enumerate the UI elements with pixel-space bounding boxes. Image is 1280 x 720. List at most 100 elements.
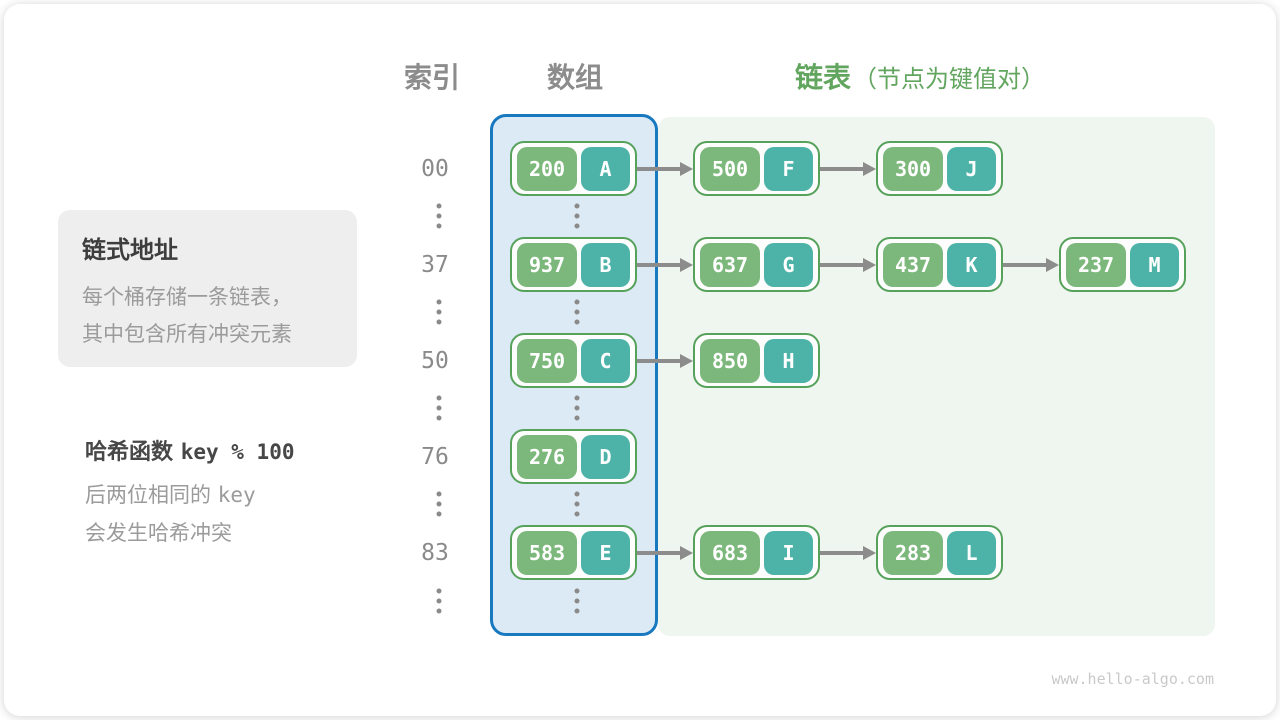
node-value: H [764,338,813,383]
chain-node: 683 I [693,525,820,580]
node-value: C [581,338,630,383]
bucket-node: 200 A [510,141,637,196]
chain-node: 437 K [876,237,1003,292]
dot [436,588,442,594]
dot [574,213,580,219]
node-key: 500 [700,146,760,191]
bucket-row-76: 76 276 D [409,429,637,484]
ellipsis-icon [436,395,442,421]
node-key: 583 [517,530,577,575]
dot [436,395,442,401]
node-value: M [1130,242,1179,287]
node-value: D [581,434,630,479]
ellipsis-icon [574,491,580,517]
header-array: 数组 [546,61,603,94]
dot [574,501,580,507]
ellipsis-icon [436,588,442,614]
dot [436,223,442,229]
dot [436,309,442,315]
header-linked-list: 链表 （节点为键值对） [795,56,1045,96]
bucket-row-50: 50 750 C 850 H [409,333,820,388]
index-label: 50 [421,347,449,374]
diagram-canvas: 索引 数组 链表 （节点为键值对） 链式地址 每个桶存储一条链表， 其中包含所有… [4,4,1276,716]
dot [436,319,442,325]
dot [436,511,442,517]
chain-node: 850 H [693,333,820,388]
bucket-row-37: 37 937 B 637 G 437 K 237 M [409,237,1186,292]
node-key: 750 [517,338,577,383]
node-key: 200 [517,146,577,191]
dot [574,319,580,325]
chain-node: 500 F [693,141,820,196]
hash-note-title-code: key % 100 [180,440,295,464]
index-label: 37 [421,251,449,278]
arrow-icon [820,257,876,273]
header-linked-list-title: 链表 [795,61,852,94]
watermark: www.hello-algo.com [1051,670,1214,688]
dot [436,203,442,209]
hash-note: 哈希函数 key % 100 后两位相同的 key 会发生哈希冲突 [85,434,294,552]
dot [574,405,580,411]
node-value: A [581,146,630,191]
dot [574,309,580,315]
dot [574,203,580,209]
ellipsis-icon [574,588,580,614]
node-key: 637 [700,242,760,287]
dot [436,501,442,507]
bucket-node: 276 D [510,429,637,484]
node-value: J [947,146,996,191]
node-key: 437 [883,242,943,287]
hash-note-title-text: 哈希函数 [85,440,174,465]
info-box-line: 其中包含所有冲突元素 [82,322,292,346]
node-key: 237 [1066,242,1126,287]
dot [574,588,580,594]
hash-note-line: 会发生哈希冲突 [85,521,232,545]
dot [574,491,580,497]
dot [436,213,442,219]
bucket-node: 750 C [510,333,637,388]
arrow-icon [637,257,693,273]
node-key: 283 [883,530,943,575]
node-key: 850 [700,338,760,383]
index-label: 00 [421,155,449,182]
chain-node: 300 J [876,141,1003,196]
node-key: 937 [517,242,577,287]
node-key: 683 [700,530,760,575]
hash-note-line: 后两位相同的 key [85,476,294,514]
dot [574,299,580,305]
dot [436,405,442,411]
hash-note-title: 哈希函数 key % 100 [85,434,294,466]
bucket-row-00: 00 200 A 500 F 300 J [409,141,1003,196]
bucket-row-83: 83 583 E 683 I 283 L [409,525,1003,580]
node-key: 300 [883,146,943,191]
arrow-icon [820,161,876,177]
dot [574,415,580,421]
header-index: 索引 [403,61,460,94]
dot [436,491,442,497]
node-value: I [764,530,813,575]
arrow-icon [637,161,693,177]
node-value: G [764,242,813,287]
dot [436,608,442,614]
dot [436,299,442,305]
chain-node: 283 L [876,525,1003,580]
ellipsis-icon [436,491,442,517]
chain-node: 237 M [1059,237,1186,292]
node-value: K [947,242,996,287]
dot [574,598,580,604]
ellipsis-icon [436,203,442,229]
node-value: F [764,146,813,191]
dot [436,415,442,421]
dot [574,608,580,614]
bucket-node: 937 B [510,237,637,292]
chain-node: 637 G [693,237,820,292]
ellipsis-icon [574,203,580,229]
node-key: 276 [517,434,577,479]
node-value: L [947,530,996,575]
dot [574,223,580,229]
index-label: 76 [421,443,449,470]
hash-note-line-code: key [217,483,256,507]
ellipsis-icon [574,395,580,421]
info-box-title: 链式地址 [82,236,178,264]
arrow-icon [1003,257,1059,273]
